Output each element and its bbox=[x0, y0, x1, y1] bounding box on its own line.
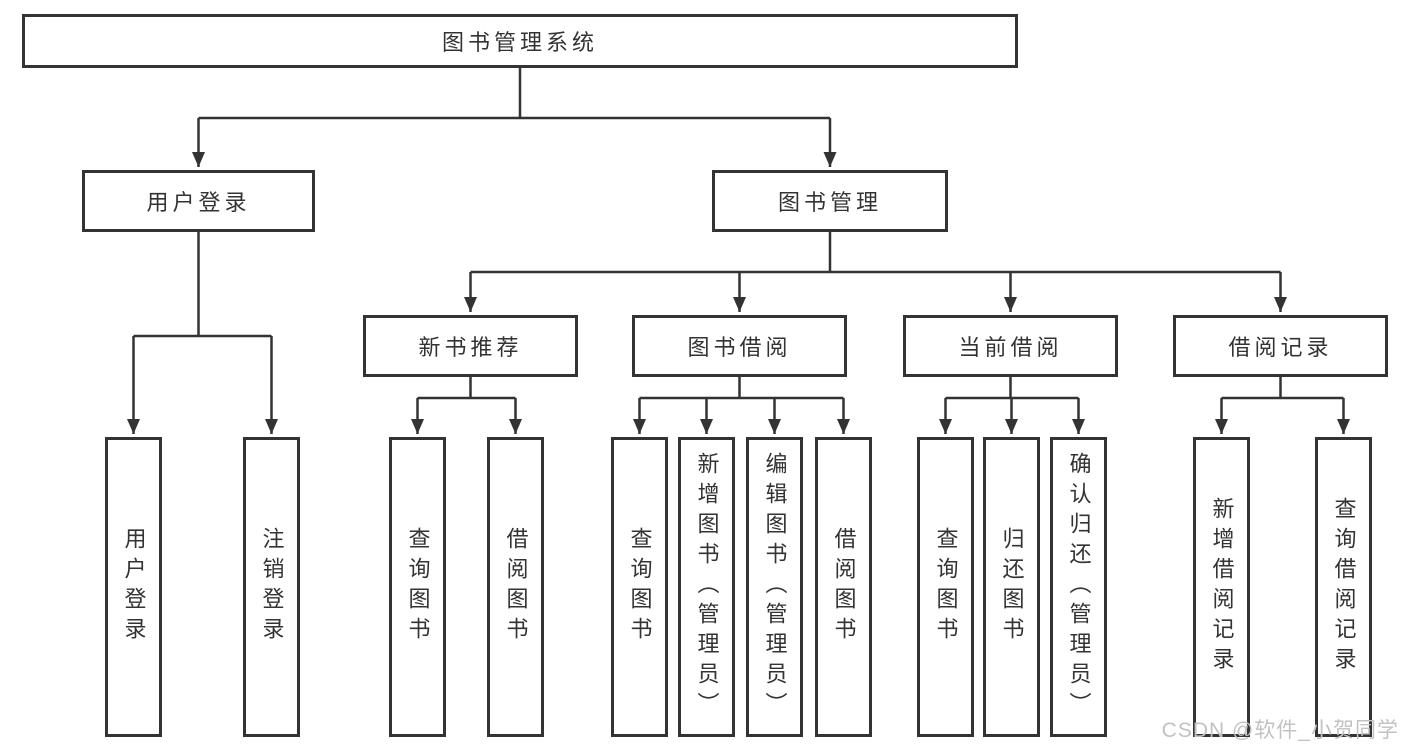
node-leaf-confirm-return-admin: 确认归还（管理员） bbox=[1050, 437, 1107, 737]
node-leaf-borrow-books-recommend: 借阅图书 bbox=[487, 437, 544, 737]
node-label: 新增图书（管理员） bbox=[694, 452, 720, 722]
node-label: 用户登录 bbox=[146, 190, 251, 215]
node-leaf-return-books: 归还图书 bbox=[983, 437, 1040, 737]
node-new-book-recommendation: 新书推荐 bbox=[363, 315, 578, 377]
node-label: 新增借阅记录 bbox=[1209, 497, 1235, 677]
node-current-borrowing: 当前借阅 bbox=[903, 315, 1118, 377]
node-label: 借阅图书 bbox=[831, 527, 857, 647]
node-label: 归还图书 bbox=[999, 527, 1025, 647]
node-leaf-query-borrow-record: 查询借阅记录 bbox=[1315, 437, 1372, 737]
node-leaf-edit-books-admin: 编辑图书（管理员） bbox=[746, 437, 803, 737]
node-label: 图书管理 bbox=[777, 190, 882, 215]
node-label: 当前借阅 bbox=[958, 335, 1063, 360]
node-label: 查询图书 bbox=[933, 527, 959, 647]
node-leaf-query-books-current: 查询图书 bbox=[917, 437, 974, 737]
node-leaf-add-books-admin: 新增图书（管理员） bbox=[678, 437, 735, 737]
node-label: 查询借阅记录 bbox=[1331, 497, 1357, 677]
node-leaf-add-borrow-record: 新增借阅记录 bbox=[1193, 437, 1250, 737]
node-label: 借阅图书 bbox=[503, 527, 529, 647]
node-label: 用户登录 bbox=[121, 527, 147, 647]
node-label: 查询图书 bbox=[627, 527, 653, 647]
node-user-login: 用户登录 bbox=[82, 170, 315, 232]
node-label: 图书借阅 bbox=[687, 335, 792, 360]
watermark: CSDN @软件_小贺同学 bbox=[1161, 719, 1399, 742]
node-leaf-logout: 注销登录 bbox=[243, 437, 300, 737]
node-label: 新书推荐 bbox=[418, 335, 523, 360]
node-label: 确认归还（管理员） bbox=[1066, 452, 1092, 722]
node-label: 借阅记录 bbox=[1228, 335, 1333, 360]
node-label: 编辑图书（管理员） bbox=[762, 452, 788, 722]
node-leaf-user-login: 用户登录 bbox=[105, 437, 162, 737]
node-leaf-borrow-books-borrowing: 借阅图书 bbox=[815, 437, 872, 737]
node-library-management-system: 图书管理系统 bbox=[22, 14, 1018, 68]
node-book-borrowing: 图书借阅 bbox=[632, 315, 847, 377]
node-borrowing-records: 借阅记录 bbox=[1173, 315, 1388, 377]
node-book-management: 图书管理 bbox=[712, 170, 948, 232]
node-leaf-query-books-recommend: 查询图书 bbox=[389, 437, 446, 737]
node-leaf-query-books-borrowing: 查询图书 bbox=[611, 437, 668, 737]
node-label: 注销登录 bbox=[259, 527, 285, 647]
node-label: 图书管理系统 bbox=[441, 30, 598, 55]
node-label: 查询图书 bbox=[405, 527, 431, 647]
